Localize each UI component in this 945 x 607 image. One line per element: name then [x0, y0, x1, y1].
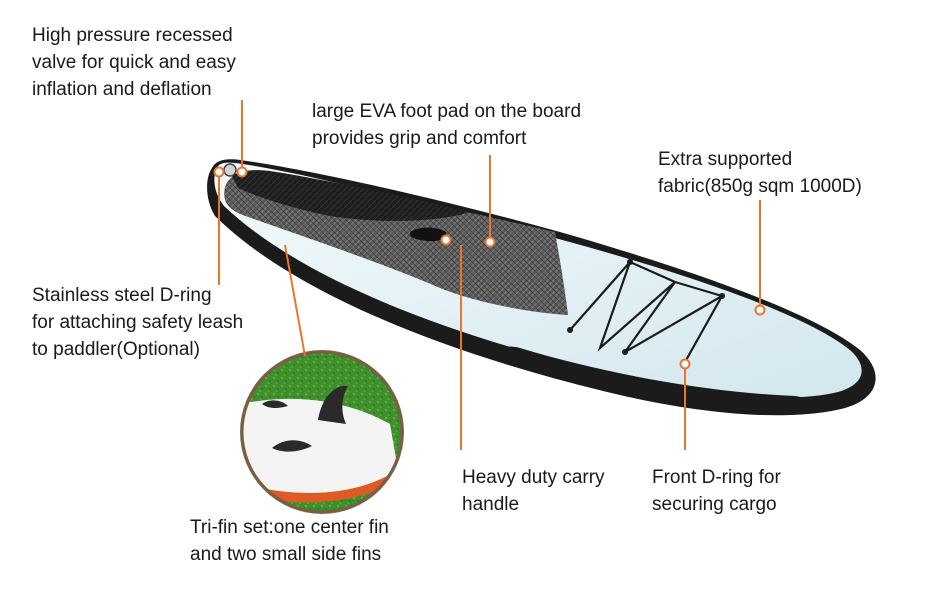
callout-front-d-ring-line: Front D-ring for — [652, 467, 781, 488]
leader-fabric-dot — [754, 304, 766, 316]
callout-valve: High pressure recessed valve for quick a… — [32, 22, 236, 103]
callout-fabric: Extra supported fabric(850g sqm 1000D) — [658, 146, 862, 200]
callout-front-d-ring: Front D-ring for securing cargo — [652, 464, 781, 518]
leader-d-ring-dot — [213, 166, 225, 178]
callout-fins-line: Tri-fin set:one center fin — [190, 517, 389, 538]
center-fin — [318, 385, 348, 424]
leader-lines — [213, 100, 766, 450]
callout-valve-line: valve for quick and easy — [32, 52, 236, 73]
leader-valve-dot — [236, 166, 248, 178]
callout-d-ring: Stainless steel D-ring for attaching saf… — [32, 282, 243, 363]
callout-fins-line: and two small side fins — [190, 544, 382, 565]
callout-front-d-ring-line: securing cargo — [652, 494, 777, 515]
callout-fabric-line: fabric(850g sqm 1000D) — [658, 176, 862, 197]
foot-pad-nose — [232, 170, 470, 221]
callout-valve-line: inflation and deflation — [32, 79, 212, 100]
callout-foot-pad-line: large EVA foot pad on the board — [312, 101, 582, 122]
board — [207, 159, 876, 416]
callout-handle: Heavy duty carry handle — [462, 464, 605, 518]
callout-d-ring-line: Stainless steel D-ring — [32, 285, 212, 306]
side-fin-right — [272, 440, 312, 452]
leader-fins — [284, 244, 306, 357]
callout-foot-pad-line: provides grip and comfort — [312, 128, 527, 149]
leader-foot-pad-dot — [484, 236, 496, 248]
leader-handle-dot — [440, 234, 452, 246]
carry-handle — [409, 227, 447, 242]
callout-handle-line: handle — [462, 494, 520, 515]
callout-fabric-line: Extra supported — [658, 149, 793, 170]
callout-valve-line: High pressure recessed — [32, 25, 233, 46]
callout-d-ring-line: for attaching safety leash — [32, 312, 244, 333]
callout-fins: Tri-fin set:one center fin and two small… — [190, 514, 389, 568]
valve — [223, 163, 237, 177]
side-fin-left — [262, 400, 288, 408]
leader-front-d-ring-dot — [679, 358, 691, 370]
callout-d-ring-line: to paddler(Optional) — [32, 339, 200, 360]
side-rail-handle — [501, 346, 807, 409]
callout-foot-pad: large EVA foot pad on the board provides… — [312, 98, 581, 152]
callout-handle-line: Heavy duty carry — [462, 467, 605, 488]
fin-detail-lens — [240, 350, 404, 514]
